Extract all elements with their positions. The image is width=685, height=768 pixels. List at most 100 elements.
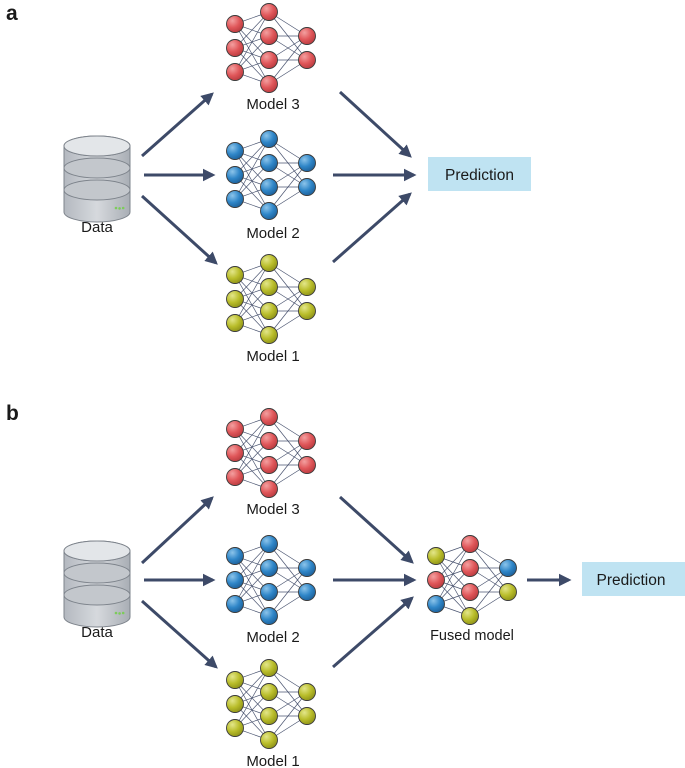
neuron-node: [260, 583, 278, 601]
model-1-network: [226, 254, 316, 344]
prediction-box: [582, 562, 685, 596]
neuron-node: [260, 254, 278, 272]
model-2-network: [226, 535, 316, 625]
model-2-label: Model 2: [246, 629, 299, 646]
model-3-label: Model 3: [246, 501, 299, 518]
neuron-node: [226, 266, 244, 284]
neuron-node: [260, 154, 278, 172]
connection-edges: [234, 667, 308, 741]
fused-model-label: Fused model: [430, 628, 514, 644]
connection-edges: [234, 262, 308, 336]
neuron-node: [298, 559, 316, 577]
arrow-model-1-to-prediction: [332, 192, 412, 264]
neuron-node: [260, 51, 278, 69]
panel-letter-b: b: [6, 402, 19, 425]
neuron-node: [260, 559, 278, 577]
neuron-node: [226, 166, 244, 184]
neuron-node: [226, 671, 244, 689]
neuron-node: [298, 456, 316, 474]
neuron-node: [260, 707, 278, 725]
arrow-data-to-model-3: [140, 496, 214, 565]
neuron-node: [226, 314, 244, 332]
arrow-data-to-model-3: [141, 92, 214, 158]
neuron-node: [260, 202, 278, 220]
led-indicator: [118, 612, 121, 615]
neuron-node: [298, 707, 316, 725]
neuron-node: [226, 444, 244, 462]
neuron-node: [461, 559, 479, 577]
arrow-model-3-to-fused: [338, 495, 414, 564]
neuron-node: [298, 51, 316, 69]
led-indicator: [118, 207, 121, 210]
prediction-label: Prediction: [597, 572, 666, 589]
neuron-node: [298, 302, 316, 320]
neuron-node: [260, 27, 278, 45]
connection-edges: [435, 543, 509, 617]
led-indicator: [121, 206, 125, 210]
neuron-node: [226, 468, 244, 486]
neuron-node: [260, 302, 278, 320]
arrow-data-to-model-1: [140, 194, 218, 265]
neuron-node: [226, 695, 244, 713]
neuron-node: [226, 420, 244, 438]
neuron-node: [298, 27, 316, 45]
neuron-node: [298, 683, 316, 701]
connection-edges: [234, 11, 308, 85]
neuron-node: [298, 154, 316, 172]
neuron-node: [226, 190, 244, 208]
neuron-node: [260, 408, 278, 426]
neuron-node: [260, 75, 278, 93]
neuron-node: [226, 547, 244, 565]
neuron-node: [298, 432, 316, 450]
model-1-label: Model 1: [246, 753, 299, 768]
neuron-node: [427, 547, 445, 565]
neuron-node: [260, 432, 278, 450]
neuron-node: [427, 571, 445, 589]
database-disk: [63, 179, 131, 223]
neuron-node: [298, 178, 316, 196]
neuron-node: [260, 130, 278, 148]
arrow-model-3-to-prediction: [338, 90, 412, 158]
neuron-node: [226, 39, 244, 57]
neuron-node: [260, 683, 278, 701]
neuron-node: [427, 595, 445, 613]
panel-letter-a: a: [6, 2, 18, 25]
model-1-label: Model 1: [246, 348, 299, 365]
neuron-node: [260, 326, 278, 344]
neuron-node: [260, 3, 278, 21]
neuron-node: [226, 571, 244, 589]
neuron-node: [260, 731, 278, 749]
model-3-network: [226, 408, 316, 498]
data-label: Data: [81, 624, 113, 641]
connection-edges: [234, 543, 308, 617]
neuron-node: [461, 583, 479, 601]
neuron-node: [499, 583, 517, 601]
database-disk: [63, 584, 131, 628]
neuron-node: [461, 535, 479, 553]
neuron-node: [260, 278, 278, 296]
model-1-network: [226, 659, 316, 749]
neuron-node: [260, 535, 278, 553]
neuron-node: [260, 178, 278, 196]
prediction-box: [428, 157, 531, 191]
panel-a: a Data Model 3 Model 2 Model 1 Predictio…: [6, 2, 531, 365]
neuron-node: [298, 278, 316, 296]
neuron-node: [260, 480, 278, 498]
arrow-data-to-model-1: [141, 599, 218, 669]
neuron-node: [260, 456, 278, 474]
model-2-label: Model 2: [246, 225, 299, 242]
neuron-node: [260, 607, 278, 625]
fused-model-network: [427, 535, 517, 625]
database-icon: [63, 540, 131, 628]
led-indicator: [114, 206, 118, 210]
led-indicator: [121, 611, 125, 615]
arrow-model-1-to-fused: [332, 596, 414, 669]
model-3-label: Model 3: [246, 96, 299, 113]
neuron-node: [226, 142, 244, 160]
data-label: Data: [81, 219, 113, 236]
neuron-node: [499, 559, 517, 577]
panel-b: b Data Model 3 Model 2 Model 1 Fused mod…: [6, 402, 685, 768]
neuron-node: [226, 719, 244, 737]
neuron-node: [298, 583, 316, 601]
